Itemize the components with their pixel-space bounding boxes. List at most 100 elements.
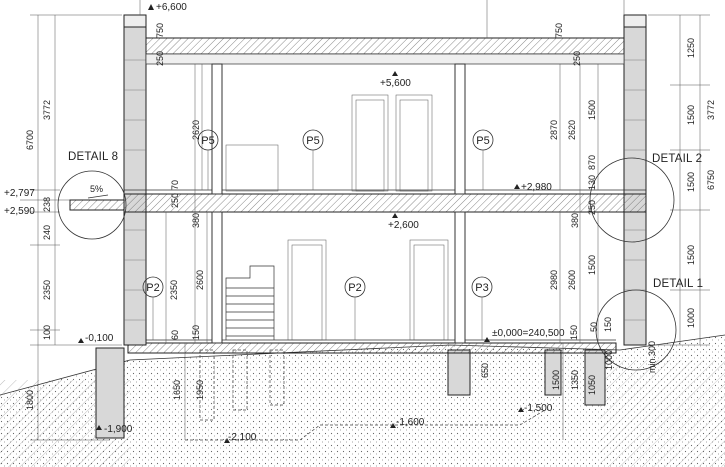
dim-left-240: 240 bbox=[42, 225, 52, 240]
dim-in-1000: 1000 bbox=[604, 350, 614, 370]
wall-left-brick bbox=[124, 59, 146, 321]
detail-2-circle bbox=[589, 157, 675, 243]
interior-dimension-lines bbox=[165, 64, 599, 440]
detail-8-circle bbox=[57, 170, 127, 240]
footing-dashed bbox=[185, 409, 546, 441]
detail-8-label: DETAIL 8 bbox=[68, 151, 118, 163]
dim-in-2870: 2870 bbox=[549, 120, 559, 140]
dim-left-2350: 2350 bbox=[42, 280, 52, 300]
ground-slab bbox=[127, 342, 617, 354]
dim-top-750a: 750 bbox=[155, 23, 165, 38]
partition-4 bbox=[454, 211, 466, 344]
wall-right bbox=[623, 14, 647, 346]
dim-right-1500a: 1500 bbox=[686, 105, 696, 125]
roof-parapet-left bbox=[123, 14, 147, 28]
level-floor2-top: +2,980 bbox=[521, 182, 552, 193]
room-tag-p2b: P2 bbox=[348, 282, 361, 294]
dim-in-60: 60 bbox=[170, 330, 180, 340]
dim-in-2980: 2980 bbox=[549, 270, 559, 290]
room-tag-p5c: P5 bbox=[476, 135, 489, 147]
level-ground-left: -0,100 bbox=[85, 333, 114, 344]
door-lower-1-inner bbox=[291, 244, 323, 341]
dim-in-870: 870 bbox=[587, 155, 597, 170]
level-markers bbox=[78, 4, 524, 443]
dim-right-1000: 1000 bbox=[686, 308, 696, 328]
level-ext-left-1: +2,797 bbox=[4, 188, 35, 199]
level-top: +6,600 bbox=[156, 2, 187, 13]
dim-left-total: 6700 bbox=[25, 130, 35, 150]
dim-in-150c: 150 bbox=[603, 317, 613, 332]
floor-slab bbox=[123, 193, 647, 213]
dim-in-1050: 1050 bbox=[587, 375, 597, 395]
right-dimensions bbox=[648, 14, 710, 346]
dim-in-2600b: 2600 bbox=[567, 270, 577, 290]
level-foot-right-2: -1,500 bbox=[524, 403, 553, 414]
detail-1-circle bbox=[595, 289, 677, 371]
stair bbox=[225, 265, 275, 340]
dim-left-upper: 3772 bbox=[42, 100, 52, 120]
level-roof-inside: +5,600 bbox=[380, 78, 411, 89]
roof-insulation bbox=[145, 53, 625, 65]
dim-right-1250: 1250 bbox=[686, 38, 696, 58]
dim-in-650: 650 bbox=[480, 363, 490, 378]
dim-in-2620a: 2620 bbox=[191, 120, 201, 140]
dim-in-250a: 250 bbox=[170, 193, 180, 208]
door-upper-1-inner bbox=[355, 99, 385, 192]
terrain-fill bbox=[0, 335, 725, 467]
dim-in-1500b: 1500 bbox=[587, 255, 597, 275]
dim-left-1800: 1800 bbox=[25, 390, 35, 410]
min-note: min.300 bbox=[647, 341, 657, 373]
level-zero: ±0,000=240,500 bbox=[492, 328, 565, 339]
dim-in-380a: 380 bbox=[191, 213, 201, 228]
terrain-hatch-right bbox=[600, 360, 725, 467]
door-lower-2-inner bbox=[413, 244, 445, 341]
foundation-left bbox=[95, 347, 125, 439]
room-tag-p3: P3 bbox=[475, 282, 488, 294]
door-upper-1 bbox=[351, 94, 389, 192]
dim-in-150b: 150 bbox=[569, 325, 579, 340]
dim-in-130: 130 bbox=[587, 175, 597, 190]
roof-slab bbox=[145, 37, 625, 55]
partition-3 bbox=[211, 211, 223, 344]
left-dimensions bbox=[20, 14, 122, 441]
dim-left-100: 100 bbox=[42, 325, 52, 340]
partition-2 bbox=[454, 63, 466, 195]
dim-right-6750: 6750 bbox=[706, 170, 716, 190]
level-ext-left-2: +2,590 bbox=[4, 206, 35, 217]
level-foot-mid: -2,100 bbox=[228, 432, 257, 443]
dim-right-1500b: 1500 bbox=[686, 172, 696, 192]
room-tag-p5b: P5 bbox=[306, 135, 319, 147]
dim-in-50: 50 bbox=[589, 322, 599, 332]
slope-label: 5% bbox=[90, 184, 103, 194]
dim-in-1350: 1350 bbox=[570, 370, 580, 390]
dim-in-150a: 150 bbox=[191, 325, 201, 340]
dim-in-70: 70 bbox=[170, 180, 180, 190]
dim-in-2600a: 2600 bbox=[195, 270, 205, 290]
detail-2-label: DETAIL 2 bbox=[652, 153, 702, 165]
level-floor2: +2,600 bbox=[388, 220, 419, 231]
dim-in-1500: 1500 bbox=[587, 100, 597, 120]
dim-in-2350: 2350 bbox=[169, 280, 179, 300]
level-foot-left: -1,900 bbox=[104, 424, 133, 435]
slope-arrow bbox=[87, 194, 109, 199]
door-upper-2 bbox=[395, 94, 433, 192]
door-upper-2-inner bbox=[399, 99, 429, 192]
door-upper-left bbox=[225, 144, 279, 192]
dim-right-1500c: 1500 bbox=[686, 245, 696, 265]
dim-right-3772: 3772 bbox=[706, 100, 716, 120]
dim-in-250b: 250 bbox=[587, 200, 597, 215]
wall-left bbox=[123, 14, 147, 346]
dim-in-1500c: 1500 bbox=[551, 370, 561, 390]
dim-top-250b: 250 bbox=[572, 51, 582, 66]
dim-top-750b: 750 bbox=[554, 23, 564, 38]
partition-1 bbox=[211, 63, 223, 195]
roof-parapet-right bbox=[623, 14, 647, 28]
dim-top-250a: 250 bbox=[155, 51, 165, 66]
door-lower-2 bbox=[409, 239, 449, 341]
dim-left-238: 238 bbox=[42, 197, 52, 212]
detail-1-label: DETAIL 1 bbox=[653, 278, 703, 290]
dim-in-1950: 1950 bbox=[195, 380, 205, 400]
foundation-d bbox=[447, 349, 471, 396]
